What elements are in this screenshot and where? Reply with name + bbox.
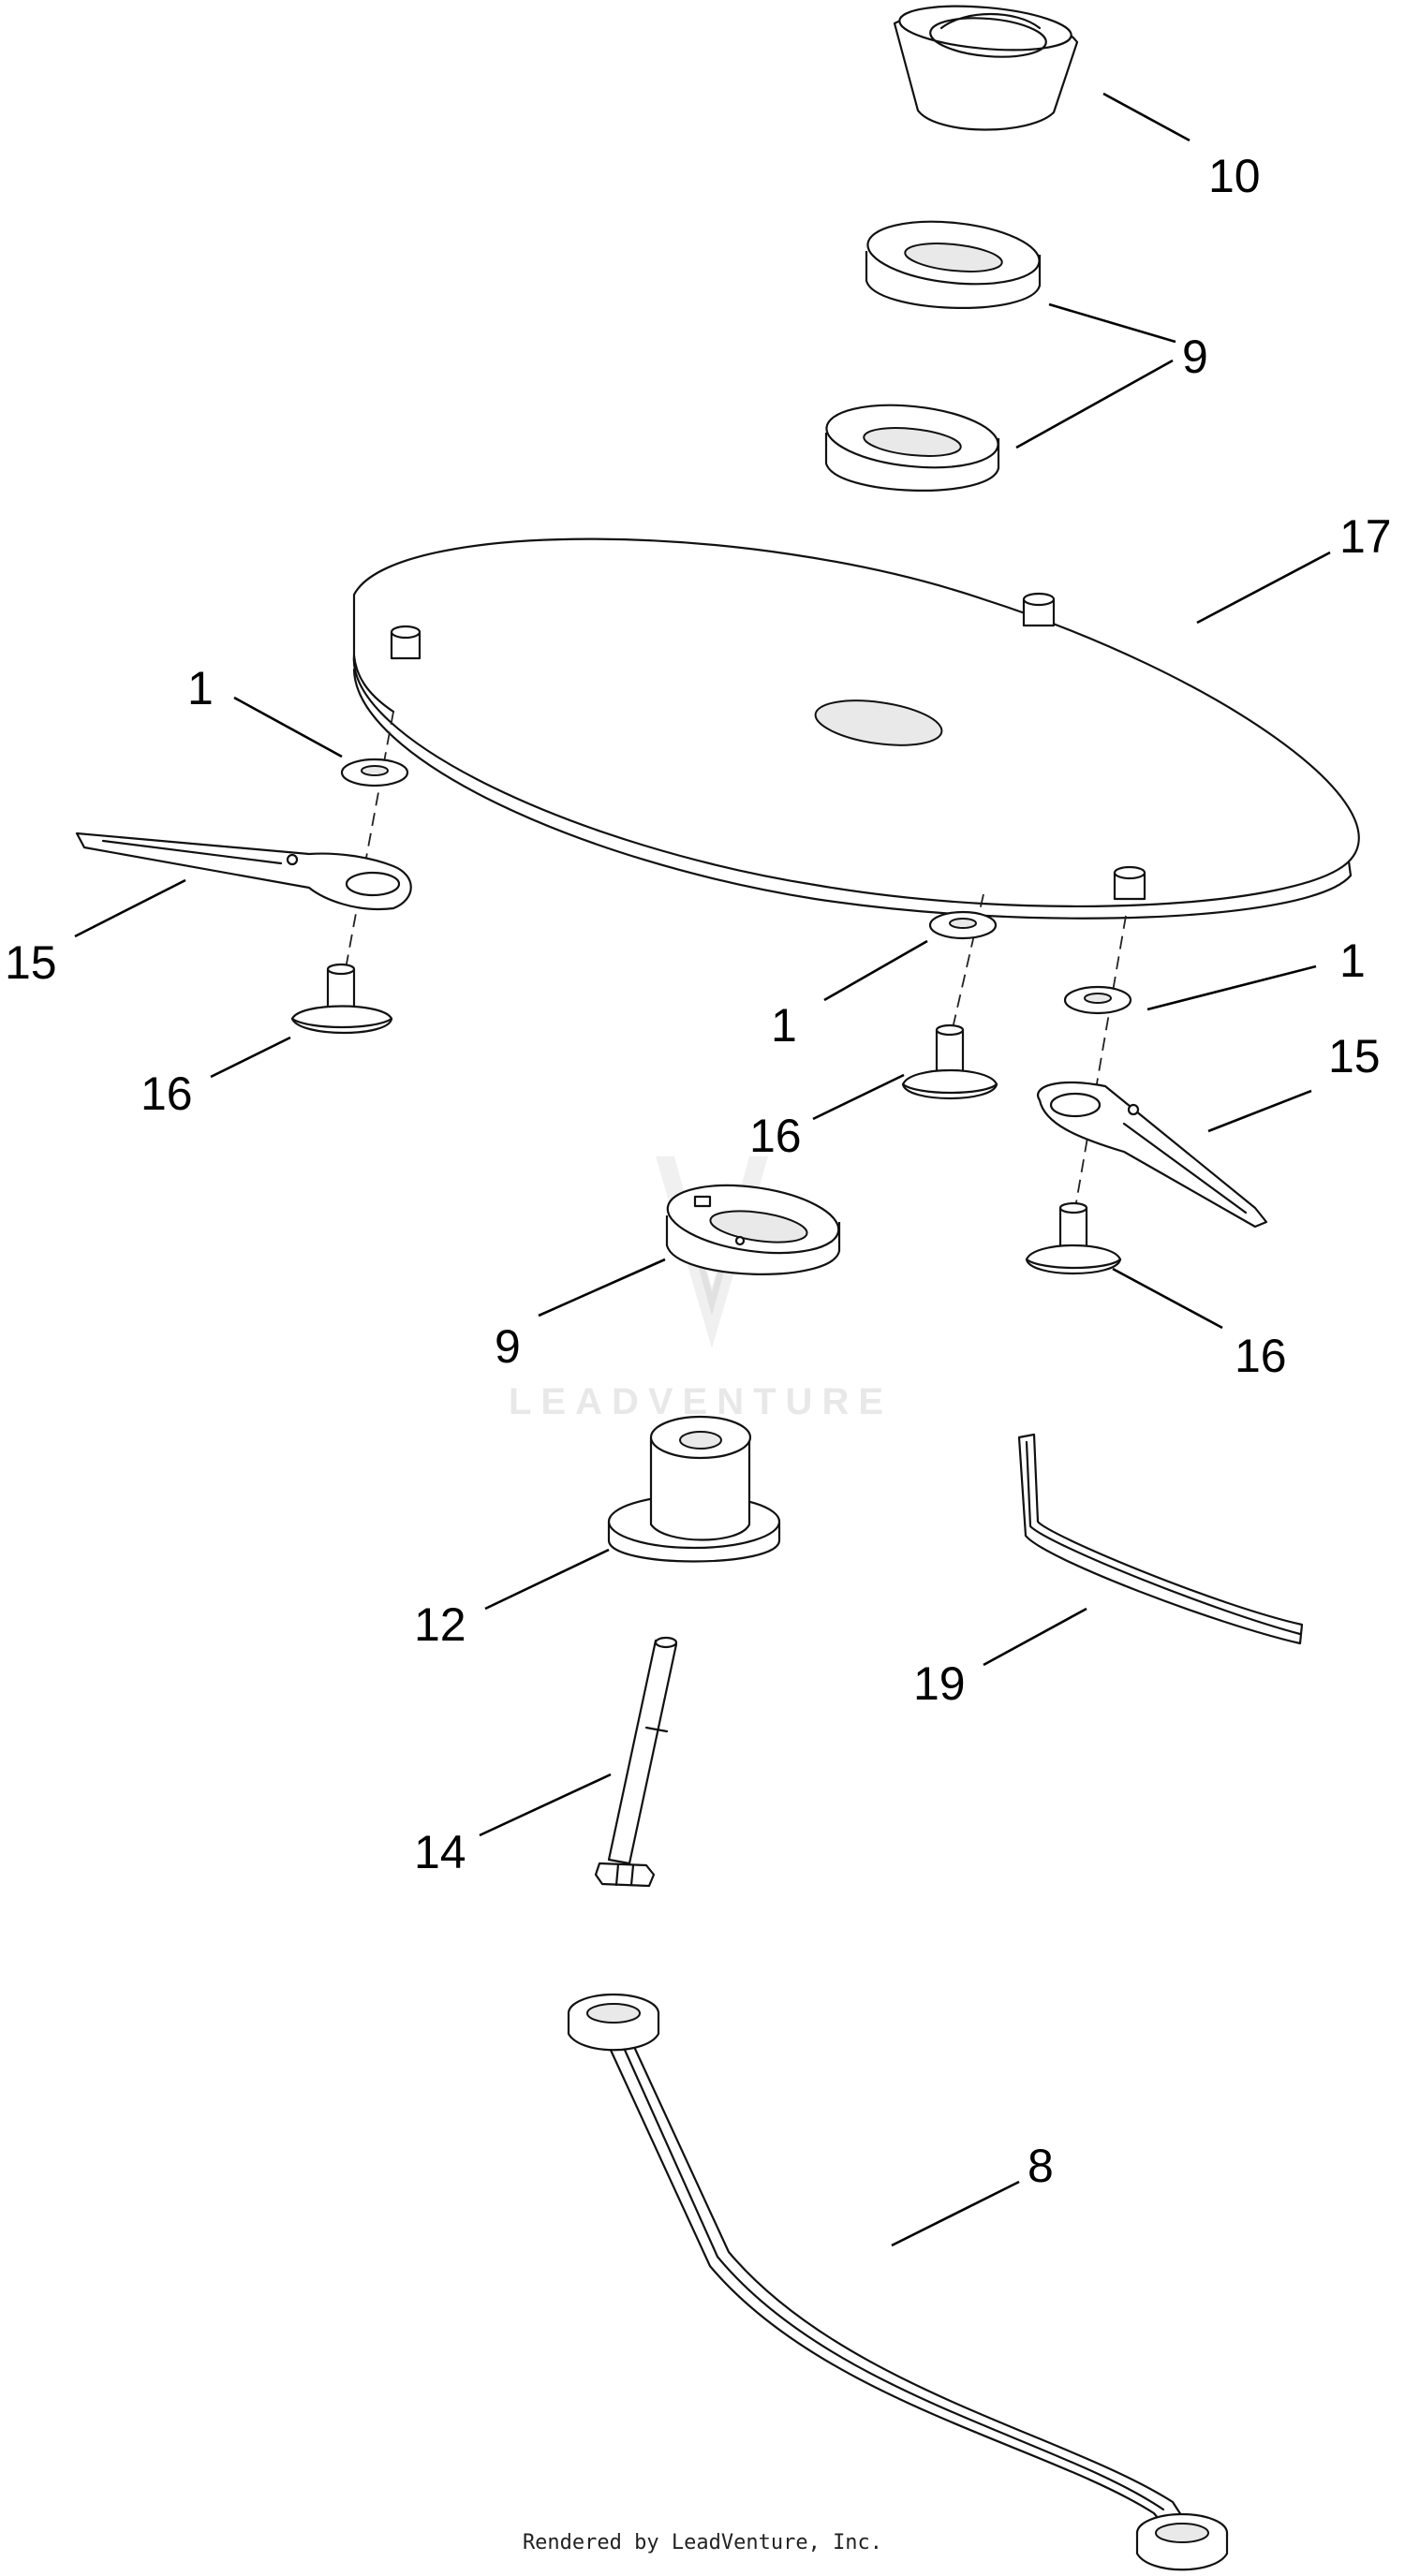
part-16-bolt-mid: [901, 1023, 998, 1100]
stud: [390, 625, 422, 660]
part-9-washer-keyed: [665, 1184, 841, 1275]
part-15-blade-right: [1037, 1081, 1268, 1229]
callout-1-right: 1: [1339, 935, 1366, 987]
part-17-disc: [352, 537, 1360, 920]
callout-8: 8: [1028, 2140, 1054, 2192]
part-9-washer-lower: [824, 404, 1000, 492]
callout-9-top: 9: [1182, 331, 1208, 383]
part-1-washer-right: [1063, 985, 1132, 1015]
part-19-hex-key: [1017, 1433, 1304, 1645]
stud: [1113, 865, 1146, 901]
callout-12: 12: [414, 1598, 466, 1651]
part-14-bolt: [594, 1636, 678, 1888]
part-9-washer-upper: [865, 220, 1042, 309]
part-1-washer-mid: [928, 910, 998, 940]
leader-lines: [74, 92, 1331, 2247]
part-8-wrench: [567, 1993, 1229, 2571]
callout-1-left: 1: [187, 662, 214, 714]
part-16-bolt-right: [1025, 1201, 1122, 1275]
part-1-washer-left: [340, 758, 409, 788]
part-12-spacer: [607, 1415, 781, 1563]
callout-15-left: 15: [5, 936, 57, 989]
callout-17: 17: [1339, 510, 1392, 563]
callout-10: 10: [1208, 150, 1261, 202]
callout-16-left: 16: [140, 1067, 193, 1120]
part-15-blade-left: [75, 832, 412, 911]
callout-16-right: 16: [1235, 1330, 1287, 1382]
watermark-text: LEADVENTURE: [509, 1381, 893, 1422]
callout-15-right: 15: [1328, 1030, 1381, 1082]
callout-19: 19: [913, 1657, 966, 1710]
callout-14: 14: [414, 1826, 466, 1878]
callout-1-mid: 1: [771, 999, 797, 1052]
part-16-bolt-left: [290, 963, 393, 1035]
footer-credit: Rendered by LeadVenture, Inc.: [523, 2531, 882, 2554]
part-10-bushing: [893, 5, 1079, 131]
callout-labels: 10 9 17 1 15 16 1 1 15 16 9 16 12 19 14 …: [5, 150, 1392, 2192]
stud: [1022, 592, 1056, 627]
callout-16-mid: 16: [749, 1110, 802, 1162]
callout-9-bottom: 9: [495, 1320, 521, 1373]
